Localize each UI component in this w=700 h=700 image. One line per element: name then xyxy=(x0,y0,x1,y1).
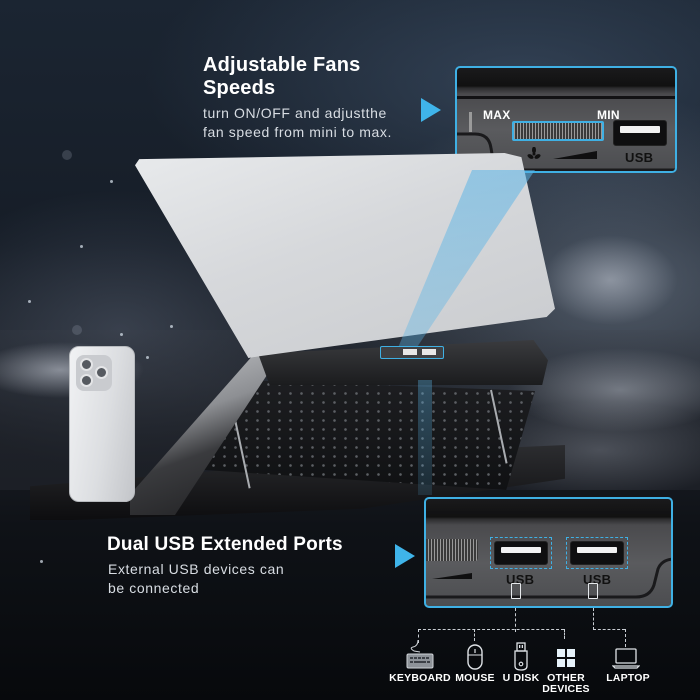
connector-line xyxy=(564,629,565,639)
device-label-other-line2: DEVICES xyxy=(542,683,590,695)
panel-rail xyxy=(426,511,671,514)
water-droplet xyxy=(28,300,31,303)
fan-title-line1: Adjustable Fans xyxy=(203,54,361,76)
camera-lens-icon xyxy=(80,358,93,371)
usb-plug-icon xyxy=(588,583,598,599)
pointer-arrow-icon xyxy=(395,544,415,568)
usb-drive-icon xyxy=(514,642,528,671)
speed-ramp-icon xyxy=(553,151,597,159)
connector-line xyxy=(593,629,625,630)
usb-section-title: Dual USB Extended Ports xyxy=(107,534,343,555)
usb-port-highlight xyxy=(490,537,552,569)
fan-speed-dial[interactable] xyxy=(512,121,604,141)
mouse-icon xyxy=(467,644,483,670)
highlight-beam-lower xyxy=(418,380,432,495)
mini-usb-port xyxy=(422,349,436,355)
other-devices-icon xyxy=(557,649,575,667)
speed-ramp-icon xyxy=(432,573,472,579)
device-label-laptop: LAPTOP xyxy=(606,672,650,684)
water-droplet xyxy=(120,333,123,336)
water-droplet xyxy=(110,180,113,183)
usb-port-1[interactable] xyxy=(494,541,548,565)
usb-port-2[interactable] xyxy=(570,541,624,565)
device-label-other-devices: OTHER DEVICES xyxy=(542,673,590,695)
connector-line xyxy=(515,608,516,632)
usb-label: USB xyxy=(625,150,654,165)
usb-plug-icon xyxy=(511,583,521,599)
camera-lens-icon xyxy=(80,374,93,387)
device-label-keyboard: KEYBOARD xyxy=(389,672,451,684)
fan-control-callout: MAX MIN USB xyxy=(455,66,677,173)
fan-speed-dial-partial xyxy=(426,539,478,561)
max-label: MAX xyxy=(483,108,511,122)
connector-line xyxy=(625,629,626,647)
fan-desc-line1: turn ON/OFF and adjustthe xyxy=(203,105,387,121)
water-droplet xyxy=(170,325,173,328)
usb-desc-line1: External USB devices can xyxy=(108,561,285,577)
panel-contour xyxy=(426,557,671,599)
power-switch[interactable] xyxy=(469,112,472,132)
fan-section-title: Adjustable Fans Speeds xyxy=(203,54,360,100)
water-droplet xyxy=(72,325,82,335)
device-label-mouse: MOUSE xyxy=(455,672,495,684)
laptop-icon xyxy=(612,648,640,669)
smartphone xyxy=(69,346,135,502)
keyboard-icon xyxy=(406,640,434,669)
connector-line xyxy=(474,629,475,641)
connector-line xyxy=(418,629,564,630)
water-droplet xyxy=(62,150,72,160)
fan-section-description: turn ON/OFF and adjustthe fan speed from… xyxy=(203,104,392,142)
device-label-other-line1: OTHER xyxy=(547,672,585,684)
mini-usb-port xyxy=(403,349,417,355)
fan-title-line2: Speeds xyxy=(203,77,276,99)
water-droplet xyxy=(40,560,43,563)
connector-line xyxy=(418,629,419,643)
fan-desc-line2: fan speed from mini to max. xyxy=(203,124,392,140)
camera-module xyxy=(76,355,112,391)
usb-desc-line2: be connected xyxy=(108,580,200,596)
water-droplet xyxy=(146,356,149,359)
fan-icon xyxy=(527,147,541,159)
wave-splash xyxy=(520,220,700,340)
top-usb-port[interactable] xyxy=(613,120,667,146)
device-label-u-disk: U DISK xyxy=(502,672,540,684)
usb-ports-callout: USB USB xyxy=(424,497,673,608)
pointer-arrow-icon xyxy=(421,98,441,122)
usb-port-highlight xyxy=(566,537,628,569)
stand-port-panel xyxy=(380,346,444,359)
usb-section-description: External USB devices can be connected xyxy=(108,560,284,598)
camera-lens-icon xyxy=(95,366,108,379)
water-droplet xyxy=(80,245,83,248)
panel-rail xyxy=(457,96,675,99)
min-label: MIN xyxy=(597,108,620,122)
connector-line xyxy=(593,608,594,630)
